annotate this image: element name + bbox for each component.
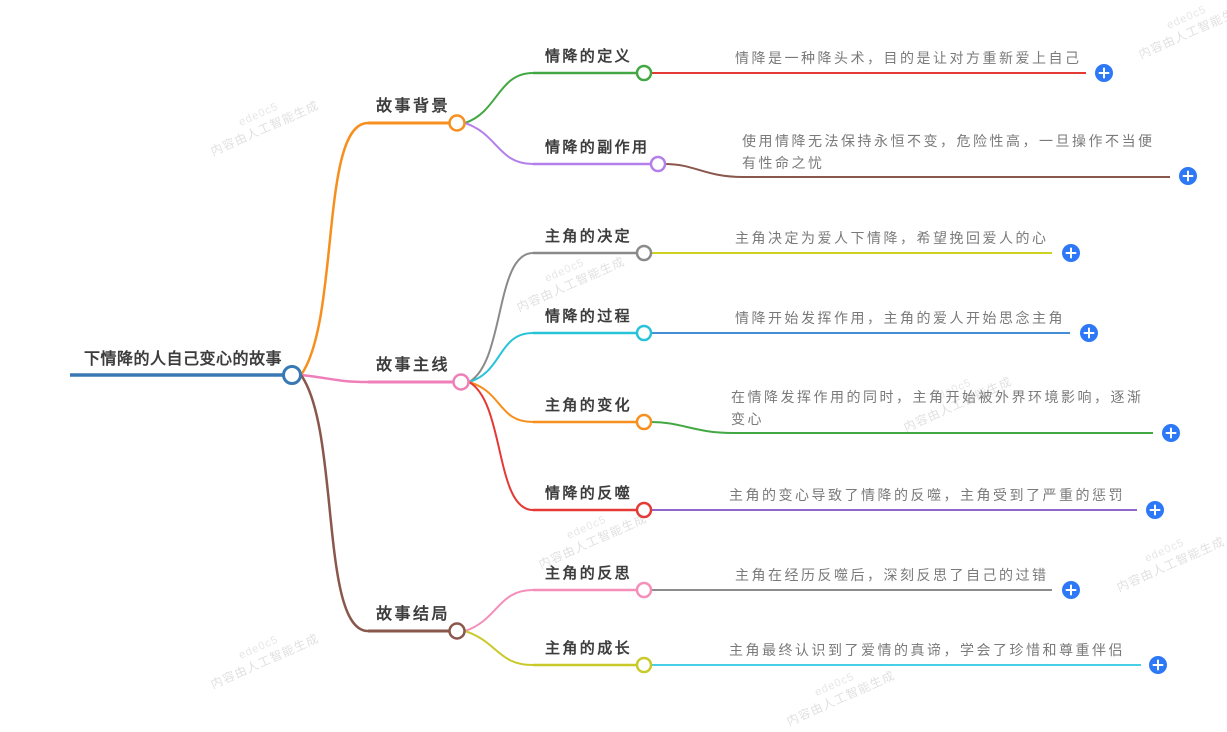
collapse-handle[interactable] <box>635 244 653 262</box>
topic-note[interactable]: 情降是一种降头术，目的是让对方重新爱上自己 <box>735 50 1082 66</box>
connector-line <box>468 381 534 423</box>
sub-topic[interactable]: 主角的反思 <box>545 565 633 582</box>
note-underline <box>664 163 1170 178</box>
collapse-handle[interactable] <box>649 155 667 173</box>
collapse-handle[interactable] <box>452 373 470 391</box>
collapse-handle[interactable] <box>448 622 466 640</box>
add-node-button[interactable] <box>1179 167 1197 185</box>
collapse-handle[interactable] <box>635 581 653 599</box>
add-node-button[interactable] <box>1149 656 1167 674</box>
connector-line <box>464 630 534 666</box>
add-node-button[interactable] <box>1146 501 1164 519</box>
sub-topic[interactable]: 情降的定义 <box>545 48 633 65</box>
topic-note[interactable]: 主角最终认识到了爱情的真谛，学会了珍惜和尊重伴侣 <box>729 642 1125 658</box>
connector-line <box>468 332 534 383</box>
connector-line <box>464 589 534 632</box>
collapse-handle[interactable] <box>448 114 466 132</box>
branch-topic[interactable]: 故事主线 <box>376 357 451 374</box>
topic-note[interactable]: 情降开始发挥作用，主角的爱人开始思念主角 <box>735 310 1065 326</box>
collapse-handle[interactable] <box>282 365 302 385</box>
connector-line <box>464 122 534 165</box>
topic-note[interactable]: 在情降发挥作用的同时，主角开始被外界环境影响，逐渐变心 <box>731 389 1144 427</box>
connector-line <box>299 121 369 376</box>
branch-topic[interactable]: 故事背景 <box>376 98 451 115</box>
add-node-button[interactable] <box>1062 244 1080 262</box>
connector-line <box>468 381 534 511</box>
sub-topic[interactable]: 情降的反噬 <box>545 485 633 502</box>
branch-topic[interactable]: 故事结局 <box>376 606 451 623</box>
connector-line <box>300 373 369 384</box>
collapse-handle[interactable] <box>635 656 653 674</box>
topic-note[interactable]: 主角在经历反噬后，深刻反思了自己的过错 <box>735 567 1049 583</box>
connector-layer <box>70 64 1197 674</box>
mindmap-canvas: 下情降的人自己变心的故事 故事背景 故事主线 故事结局 情降的定义 情降的副作用… <box>70 1 1227 729</box>
add-node-button[interactable] <box>1080 324 1098 342</box>
connector-line <box>299 374 369 633</box>
sub-topic[interactable]: 主角的成长 <box>545 640 633 657</box>
sub-topic[interactable]: 情降的副作用 <box>545 139 650 156</box>
add-node-button[interactable] <box>1062 581 1080 599</box>
connector-line <box>468 252 534 383</box>
collapse-handle[interactable] <box>635 324 653 342</box>
topic-note[interactable]: 主角的变心导致了情降的反噬，主角受到了严重的惩罚 <box>729 487 1125 503</box>
add-node-button[interactable] <box>1095 64 1113 82</box>
collapse-handle[interactable] <box>635 413 653 431</box>
root-topic[interactable]: 下情降的人自己变心的故事 <box>84 351 283 368</box>
topic-note[interactable]: 主角决定为爱人下情降，希望挽回爱人的心 <box>735 230 1049 246</box>
sub-topic[interactable]: 主角的变化 <box>545 397 633 414</box>
topic-note[interactable]: 使用情降无法保持永恒不变，危险性高，一旦操作不当便有性命之忧 <box>742 133 1155 171</box>
collapse-handle[interactable] <box>635 501 653 519</box>
connector-line <box>464 72 534 124</box>
sub-topic[interactable]: 主角的决定 <box>545 228 633 245</box>
note-underline <box>650 421 1153 434</box>
collapse-handle[interactable] <box>635 64 653 82</box>
add-node-button[interactable] <box>1162 424 1180 442</box>
sub-topic[interactable]: 情降的过程 <box>545 308 633 325</box>
